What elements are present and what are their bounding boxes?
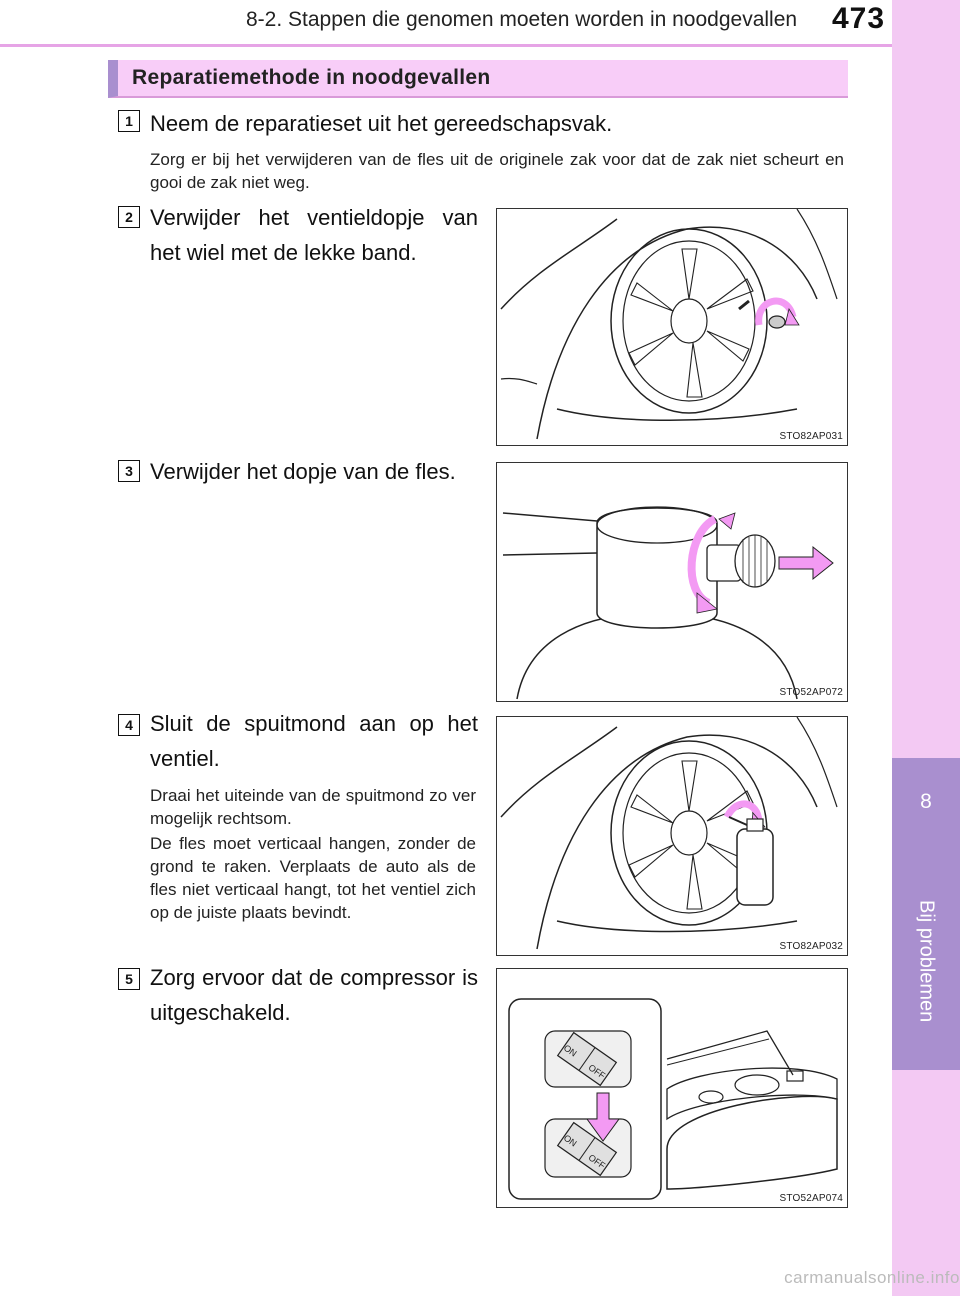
step-1-text: Neem de reparatieset uit het gereedschap…: [150, 111, 613, 136]
figure-code: STO82AP032: [779, 941, 843, 952]
section-heading: Reparatiemethode in noodgevallen: [108, 60, 848, 98]
step-number-3: 3: [118, 460, 140, 482]
header-rule: [0, 44, 892, 47]
step-3-text: Verwijder het dopje van de fles.: [150, 459, 456, 484]
compressor-switch-illustration: ON OFF ON OFF: [508, 998, 838, 1200]
chapter-number: 8: [920, 790, 932, 813]
step-2-text: Verwijder het ventieldopje van het wiel …: [150, 205, 478, 265]
figure-code: STO52AP074: [779, 1193, 843, 1204]
step-1-note: Zorg er bij het verwijderen van de fles …: [150, 150, 844, 192]
step-4-note-1: Draai het uiteinde van de spuitmond zo v…: [150, 786, 476, 828]
chapter-tab-highlight[interactable]: [892, 758, 960, 1070]
chapter-name: Bij problemen: [915, 900, 938, 1023]
figure-code: STO82AP031: [779, 431, 843, 442]
bottle-cap-illustration: [502, 506, 834, 700]
step-4-text: Sluit de spuitmond aan op het ventiel.: [150, 711, 478, 771]
step-number-4: 4: [118, 714, 140, 736]
header-title: 8-2. Stappen die genomen moeten worden i…: [246, 8, 798, 31]
figure-code: STO52AP072: [779, 687, 843, 698]
step-number-1: 1: [118, 110, 140, 132]
step-number-2: 2: [118, 206, 140, 228]
step-4-note-2: De fles moet verticaal hangen, zonder de…: [150, 834, 476, 922]
page-number: 473: [832, 2, 886, 35]
figure-remove-valve-cap: STO82AP031: [496, 208, 848, 446]
section-title: Reparatiemethode in noodgevallen: [132, 66, 491, 89]
figure-compressor-switch: ON OFF ON OFF STO52AP074: [496, 968, 848, 1208]
step-5-text: Zorg ervoor dat de compressor is uitgesc…: [150, 965, 478, 1025]
figure-remove-bottle-cap: STO52AP072: [496, 462, 848, 702]
nozzle-connection-illustration: [500, 717, 838, 950]
wheel-valve-cap-illustration: [500, 209, 838, 440]
step-number-5: 5: [118, 968, 140, 990]
chapter-side-tab: [892, 0, 960, 1296]
figure-connect-nozzle: STO82AP032: [496, 716, 848, 956]
watermark: carmanualsonline.info: [784, 1268, 960, 1287]
